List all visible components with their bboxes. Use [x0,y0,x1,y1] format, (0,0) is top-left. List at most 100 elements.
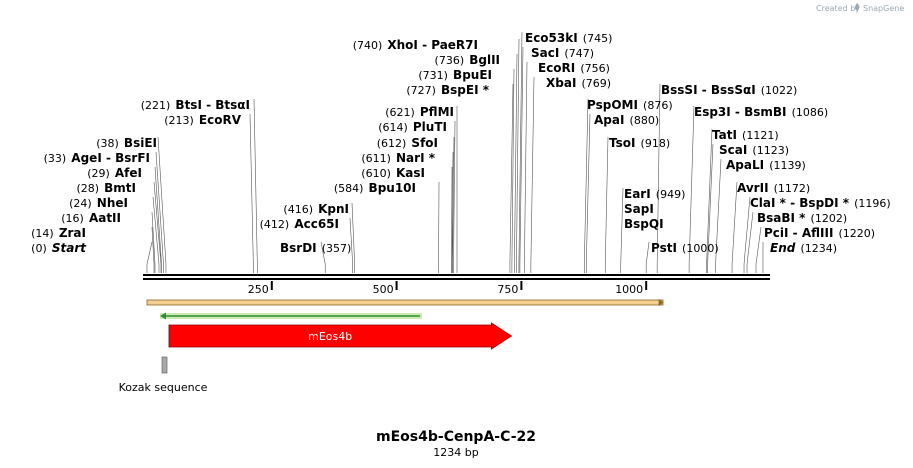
site-position: (1196) [854,197,891,210]
site-position: (731) [418,69,448,82]
site-position: (28) [76,182,99,195]
site-label[interactable]: BspQI [624,217,664,231]
site-label[interactable]: ClaI * - BspDI * (1196) [750,192,891,211]
site-label[interactable]: BssSI - BssSαI (1022) [661,79,797,98]
site-label[interactable]: Eco53kI (745) [525,27,612,46]
site-leader-line [154,166,162,273]
site-name: PciI [764,226,789,240]
site-position: (412) [260,218,290,231]
site-label[interactable]: (621) PflMI [385,101,454,120]
site-label[interactable]: ApaI (880) [594,109,659,128]
snapgene-logo-icon [855,3,859,11]
site-name: PspOMI [587,98,638,112]
site-leader-line [746,211,754,273]
site-name-secondary: - PaeR7I [418,38,478,52]
site-leader-line [451,151,454,273]
meos4b-feature-arrow[interactable] [168,322,513,350]
orf-bar[interactable] [146,299,664,306]
site-label[interactable]: (38) BsiEI [96,132,157,151]
site-label[interactable]: (16) AatII [61,207,121,226]
site-position: (24) [69,197,92,210]
site-position: (213) [164,114,194,127]
site-position: (611) [361,152,391,165]
site-leader-line [453,120,456,273]
site-leader-line [146,241,153,273]
site-position: (1139) [769,159,806,172]
site-name: AgeI [71,151,101,165]
site-label[interactable]: PciI - AflIII (1220) [764,222,875,241]
site-leader-line [516,38,520,273]
site-label[interactable]: AvrII (1172) [737,177,810,196]
site-label[interactable]: (416) KpnI [283,198,349,217]
site-name-secondary: - BspDI * [786,196,850,210]
site-name: EcoRV [199,113,242,127]
site-name: BsrDI [280,241,317,255]
site-label[interactable]: (736) BglII [435,49,500,68]
site-leader-line [688,105,695,273]
site-label[interactable]: EarI (949) [624,183,685,202]
site-label[interactable]: (731) BpuEI [418,64,492,83]
site-name: BspQI [624,217,664,231]
site-name-secondary: - BsrFI [102,151,150,165]
site-label[interactable]: (221) BtsI - BtsαI [141,94,250,113]
site-label[interactable]: (611) NarI * [361,147,435,166]
site-label[interactable]: (612) SfoI [377,132,438,151]
site-label[interactable]: SapI [624,202,654,216]
site-label[interactable]: TatI (1121) [712,124,779,143]
site-position: (1172) [774,182,811,195]
site-leader-line [524,61,528,273]
site-position: (16) [61,212,84,225]
site-leader-line [151,211,156,273]
orf-arrow-icon [658,299,664,306]
site-name: SfoI [411,136,438,150]
site-name: ApaI [594,113,624,127]
site-name: Bpu10I [369,181,416,195]
site-label[interactable]: End (1234) [770,237,837,256]
site-label[interactable]: (584) Bpu10I [334,177,416,196]
site-label[interactable]: ScaI (1123) [719,139,789,158]
site-name: TatI [712,128,737,142]
site-position: (949) [656,188,686,201]
plasmid-length: 1234 bp [433,446,478,459]
site-label[interactable]: (740) XhoI - PaeR7I [353,34,478,53]
site-name: BglII [469,53,500,67]
site-label[interactable]: (412) Acc65I [260,213,339,232]
site-name: BsaBI * [757,211,806,225]
site-label[interactable]: (610) KasI [361,162,425,181]
site-label[interactable]: BsaBI * (1202) [757,207,847,226]
site-label[interactable]: (28) BmtI [76,177,136,196]
site-label[interactable]: (614) PluTI [378,116,447,135]
site-position: (357) [322,242,352,255]
site-label[interactable]: (24) NheI [69,192,128,211]
site-label[interactable]: BsrDI (357) [280,237,351,256]
site-label[interactable]: Esp3I - BsmBI (1086) [694,101,828,120]
site-label[interactable]: (0) Start [31,237,87,256]
site-leader-line [152,196,160,273]
site-label[interactable]: ApaLI (1139) [726,154,806,173]
site-leaders [146,31,764,273]
site-label[interactable]: EcoRI (756) [538,57,610,76]
site-name: AatII [89,211,121,225]
site-label[interactable]: SacI (747) [531,42,594,61]
site-label[interactable]: XbaI (769) [546,72,611,91]
site-leader-line [509,83,514,273]
site-label[interactable]: (213) EcoRV [164,109,241,128]
site-label[interactable]: TsoI (918) [609,132,670,151]
kozak-feature-box[interactable] [161,356,168,374]
site-name: KasI [396,166,425,180]
site-label[interactable]: (33) AgeI - BsrFI [44,147,150,166]
site-leader-line [620,187,624,273]
site-leader-line [755,226,762,273]
restriction-sites: (0) Start(14) ZraI(16) AatII(24) NheI(28… [31,27,891,256]
site-name: BssSI [661,83,698,97]
site-name: Esp3I [694,105,731,119]
site-name: NarI * [396,151,436,165]
site-position: (1220) [839,227,876,240]
site-label[interactable]: PstI (1000) [651,237,719,256]
site-label[interactable]: (29) AfeI [87,162,142,181]
site-label[interactable]: PspOMI (876) [587,94,673,113]
site-leader-line [320,241,326,273]
site-label[interactable]: (727) BspEI * [406,79,489,98]
site-label[interactable]: (14) ZraI [31,222,86,241]
